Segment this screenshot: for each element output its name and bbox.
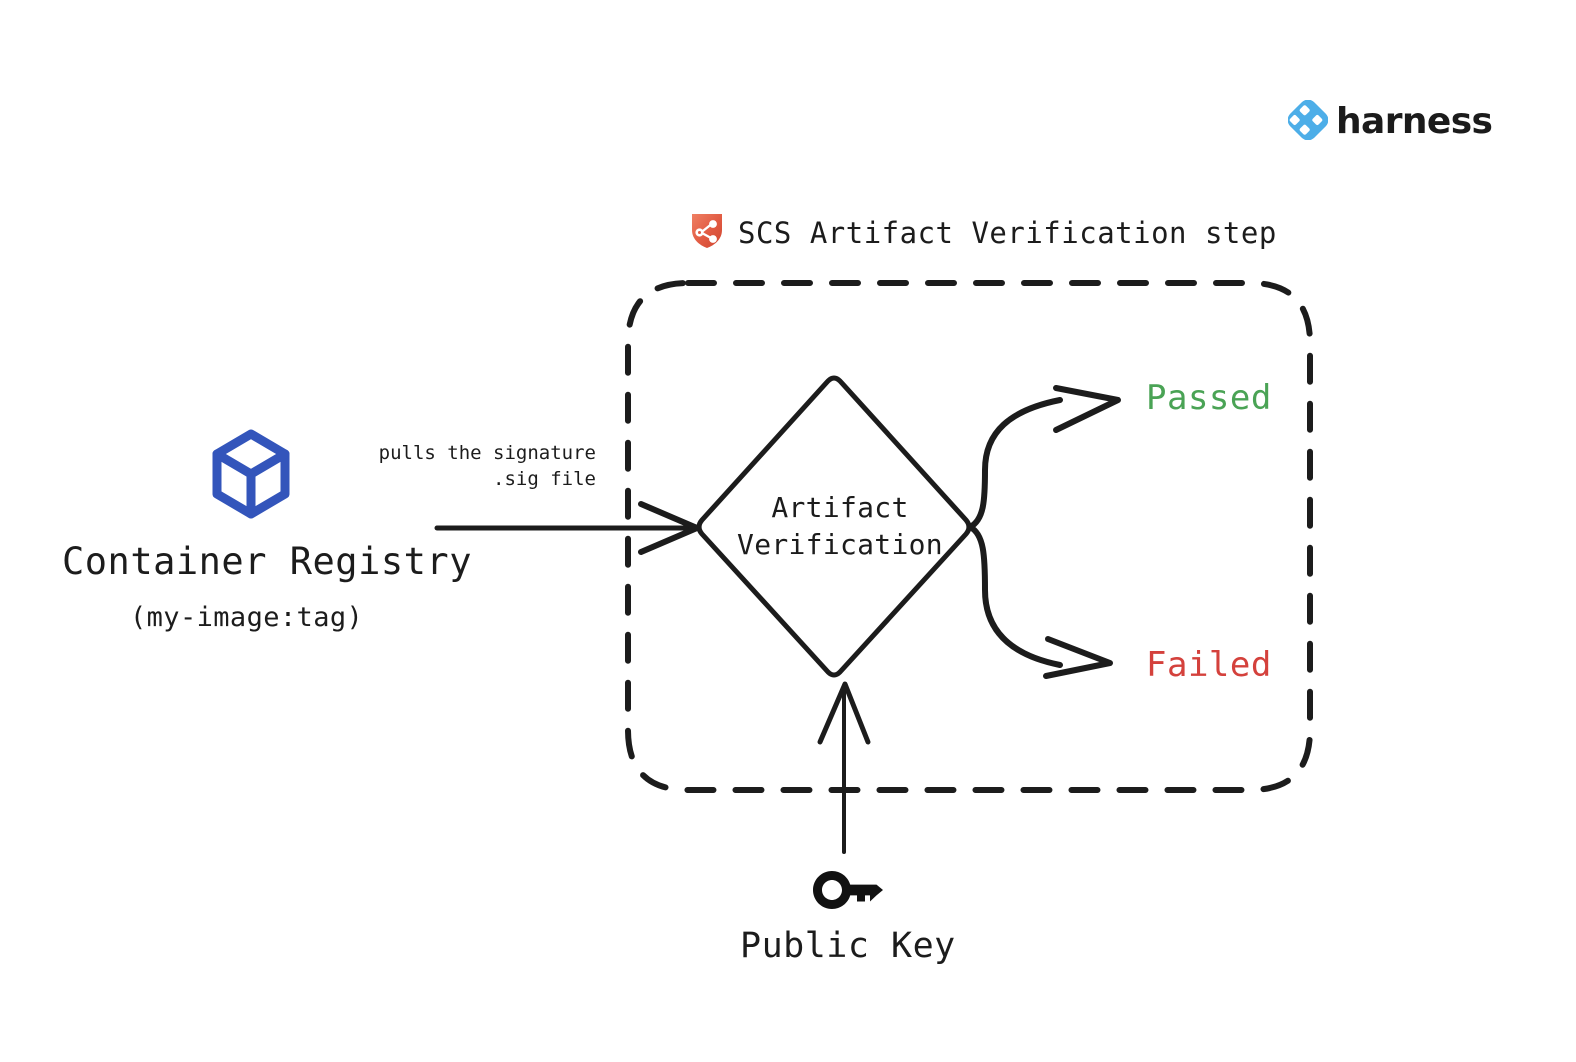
key-icon (812, 868, 884, 916)
arrowhead-failed (1043, 636, 1113, 679)
outcome-failed-label: Failed (1146, 645, 1272, 685)
artifact-verification-label: Artifact Verification (737, 491, 943, 561)
outcome-passed-label: Passed (1146, 378, 1272, 418)
container-registry-subtitle: (my-image:tag) (130, 602, 364, 633)
shield-network-icon (690, 212, 724, 254)
edge-registry-to-verification (434, 501, 700, 555)
harness-brand: harness (1287, 99, 1493, 144)
public-key-title: Public Key (740, 926, 956, 966)
step-title: SCS Artifact Verification step (690, 212, 1277, 254)
step-title-label: SCS Artifact Verification step (738, 216, 1277, 250)
arrowhead-passed (1053, 385, 1121, 433)
edge-verification-branch (967, 397, 1063, 668)
container-registry-title: Container Registry (62, 540, 472, 583)
cube-icon (210, 428, 292, 524)
harness-wordmark: harness (1336, 101, 1493, 142)
edge-label-pulls-signature: pulls the signature .sig file (378, 442, 596, 490)
harness-diamond-logo-icon (1287, 99, 1329, 144)
edge-publickey-to-verification (817, 681, 871, 854)
